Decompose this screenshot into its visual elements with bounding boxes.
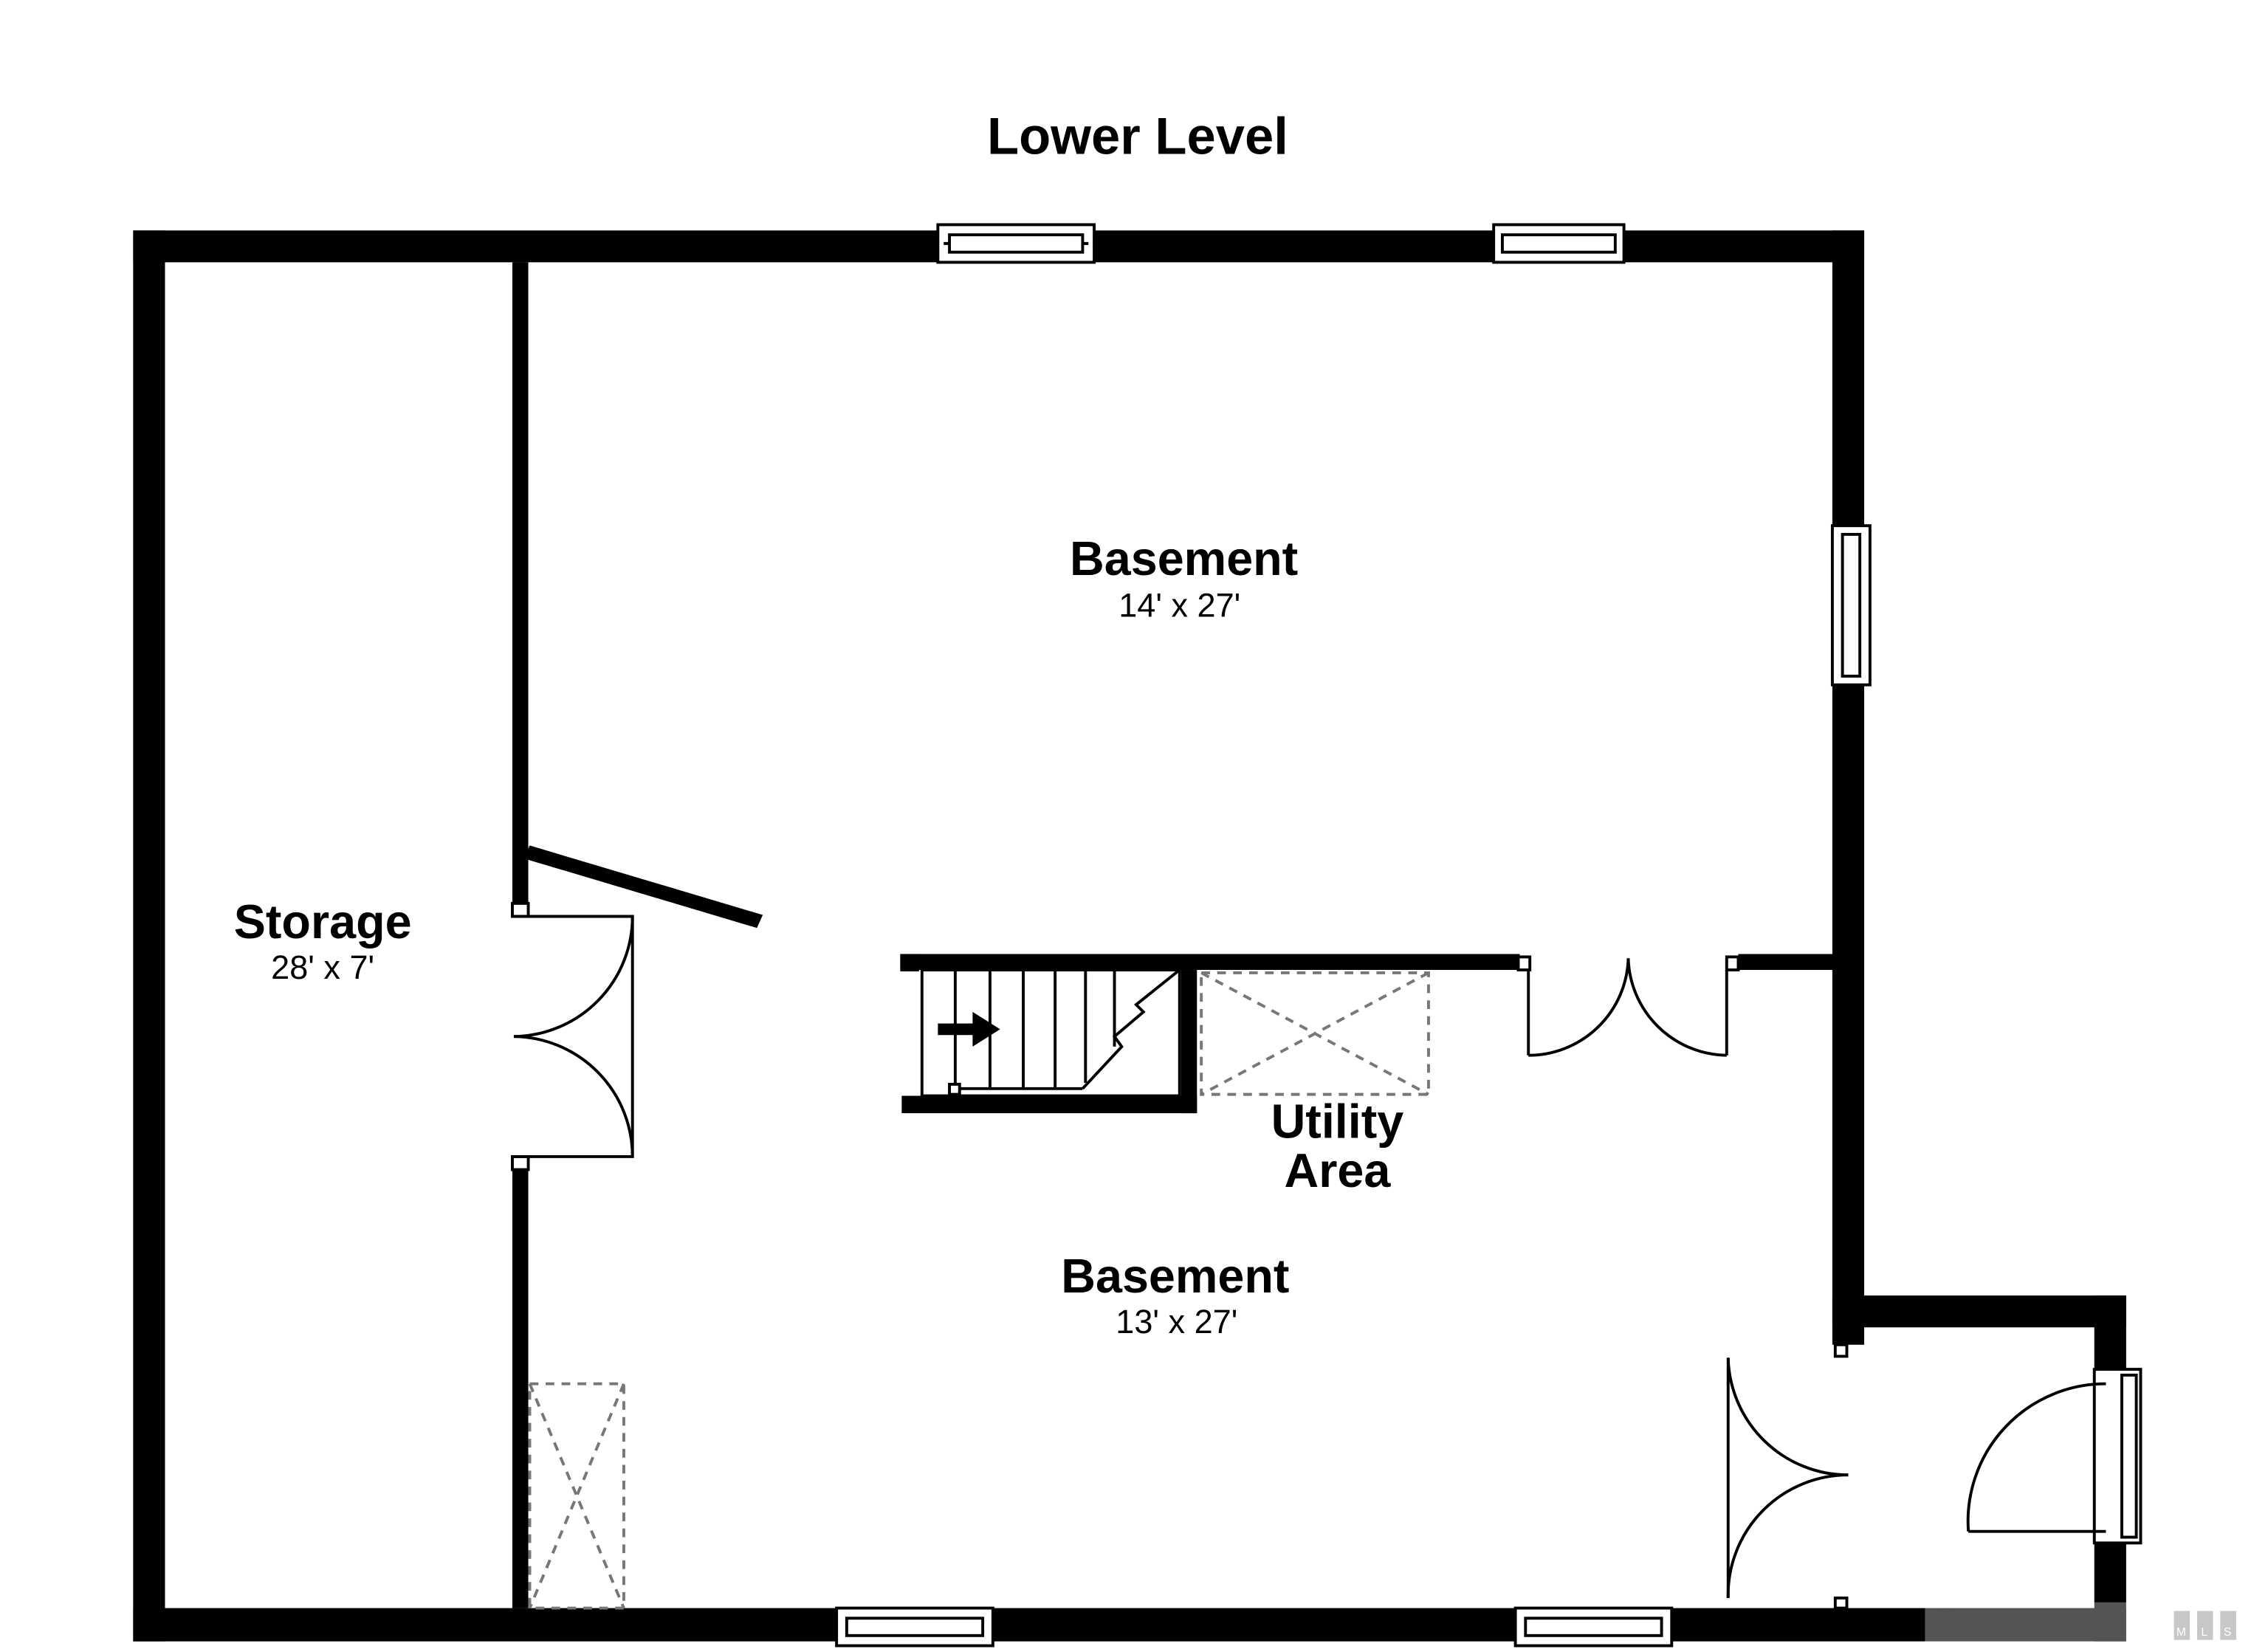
svg-text:M: M bbox=[2176, 1626, 2186, 1639]
exterior-door bbox=[1966, 1382, 2106, 1533]
room-label-basement-lower: Basement bbox=[1061, 1249, 1289, 1303]
room-dims-basement-lower: 13' x 27' bbox=[1116, 1303, 1237, 1340]
storage-door bbox=[513, 915, 634, 1158]
smart-mls-logo: SMART M L S bbox=[1925, 1600, 2268, 1648]
window-top-2 bbox=[1492, 223, 1626, 264]
entry-double-door bbox=[1726, 1357, 1849, 1598]
room-label-basement-upper: Basement bbox=[1070, 531, 1298, 585]
utility-double-door bbox=[1527, 958, 1728, 1057]
room-label-utility-line2: Area bbox=[1285, 1143, 1392, 1197]
svg-text:L: L bbox=[2201, 1626, 2207, 1639]
room-dims-basement-upper: 14' x 27' bbox=[1118, 587, 1240, 624]
utility-area-fixture bbox=[1200, 971, 1430, 1096]
window-top-1 bbox=[936, 223, 1096, 264]
room-label-utility-line1: Utility bbox=[1271, 1094, 1404, 1148]
storage-fixture bbox=[528, 1382, 625, 1610]
svg-text:SMART: SMART bbox=[1931, 1600, 2111, 1648]
svg-text:S: S bbox=[2224, 1626, 2231, 1639]
stair-direction-arrow-icon bbox=[938, 1011, 1000, 1047]
interior-walls bbox=[511, 262, 1849, 1610]
window-bottom-2 bbox=[1513, 1606, 1674, 1648]
window-bottom-1 bbox=[835, 1606, 994, 1648]
room-label-storage: Storage bbox=[234, 895, 412, 949]
window-entry bbox=[2092, 1368, 2142, 1545]
window-right bbox=[1830, 524, 1872, 686]
plan-title: Lower Level bbox=[987, 106, 1288, 165]
exterior-walls bbox=[133, 230, 2126, 1642]
room-dims-storage: 28' x 7' bbox=[271, 949, 374, 986]
